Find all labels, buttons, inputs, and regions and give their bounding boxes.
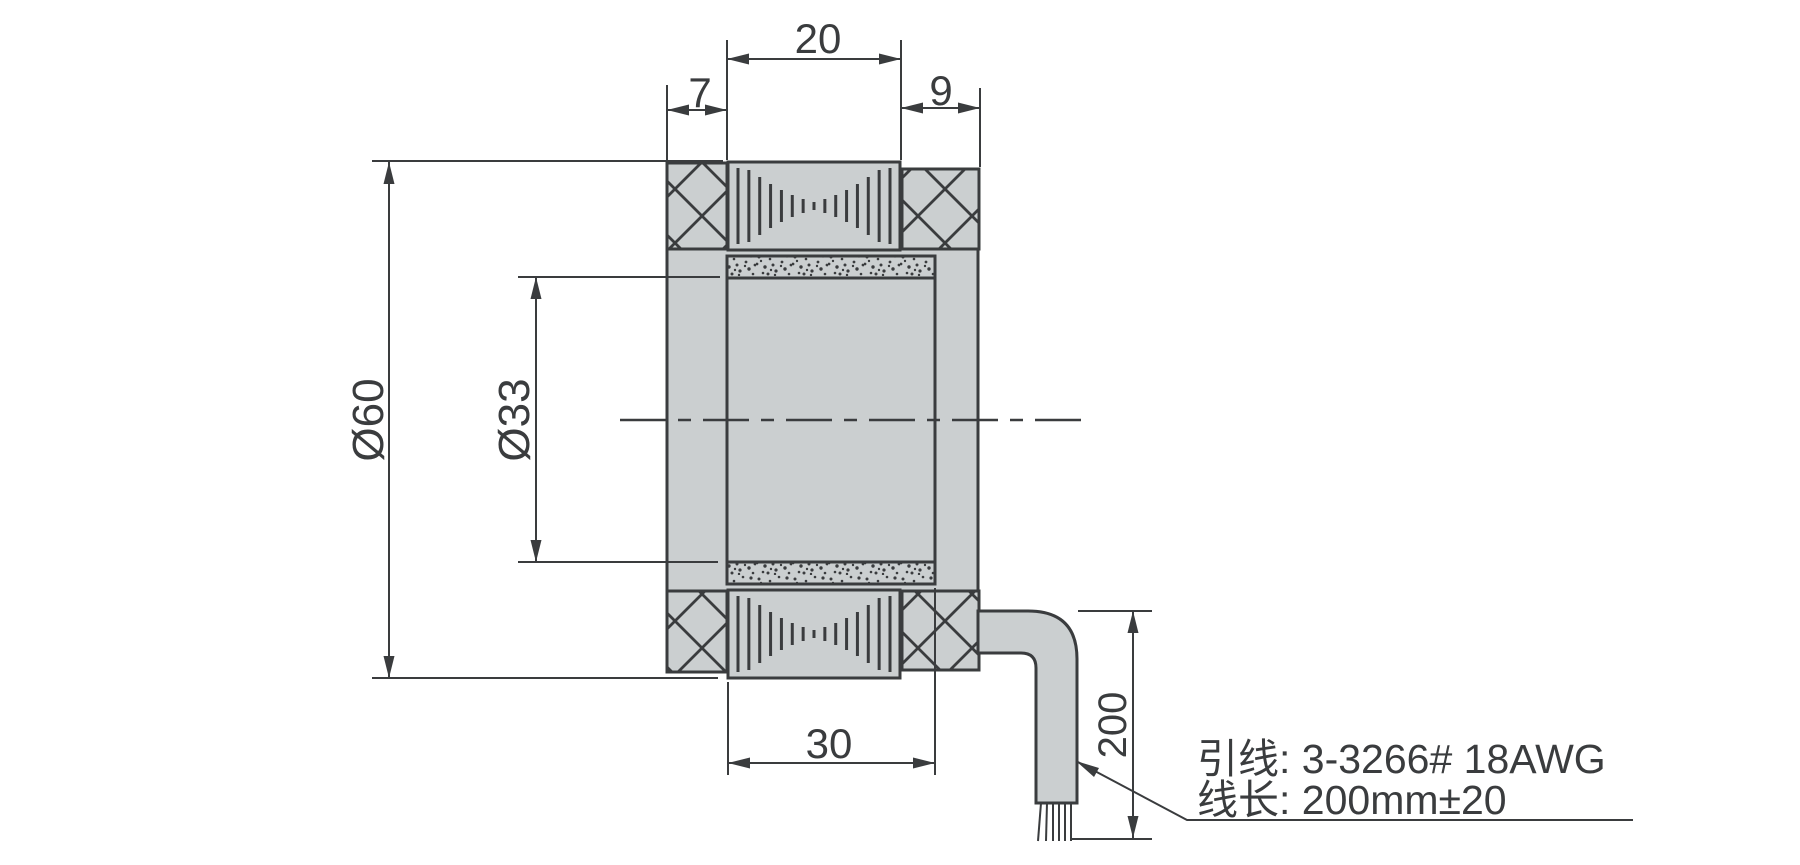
dimensions: 20 7 9 Ø60 Ø33	[344, 15, 1152, 840]
dim-inner-dia: Ø33	[490, 277, 542, 562]
wire-sheath	[976, 609, 1079, 805]
dim-lead-length-label: 200	[1091, 692, 1135, 759]
crosshatch-ring-top-right	[900, 167, 981, 251]
dim-left-band: 7	[667, 69, 727, 116]
part-cross-section	[665, 160, 981, 680]
winding-symbol-top	[726, 160, 902, 252]
dim-bottom-width: 30	[728, 720, 935, 769]
dim-right-band: 9	[901, 67, 980, 114]
winding-symbol-bottom	[726, 588, 902, 680]
leader-arrow	[1076, 761, 1099, 777]
crosshatch-flange-bottom-left	[665, 589, 729, 674]
note-line-2: 线长: 200mm±20	[1197, 777, 1507, 823]
leader-line	[1075, 760, 1633, 821]
dim-top-width: 20	[727, 15, 901, 65]
dim-lead-length: 200	[1091, 611, 1139, 838]
crosshatch-flange-top-left	[665, 161, 729, 251]
lead-wire	[976, 609, 1079, 842]
dim-left-band-label: 7	[688, 69, 711, 116]
insulation-strip-bottom	[725, 560, 937, 586]
crosshatch-ring-bottom-right	[900, 589, 981, 672]
dim-outer-dia: Ø60	[344, 162, 395, 678]
dim-inner-dia-label: Ø33	[490, 378, 539, 461]
dim-outer-dia-label: Ø60	[344, 378, 393, 461]
dim-bottom-width-label: 30	[806, 720, 853, 767]
dim-right-band-label: 9	[929, 67, 952, 114]
note-line-1: 引线: 3-3266# 18AWG	[1197, 736, 1606, 782]
wire-strands	[1037, 802, 1072, 842]
insulation-strip-top	[725, 254, 937, 280]
dim-top-width-label: 20	[795, 15, 842, 62]
lead-wire-note: 引线: 3-3266# 18AWG 线长: 200mm±20	[1075, 736, 1633, 823]
